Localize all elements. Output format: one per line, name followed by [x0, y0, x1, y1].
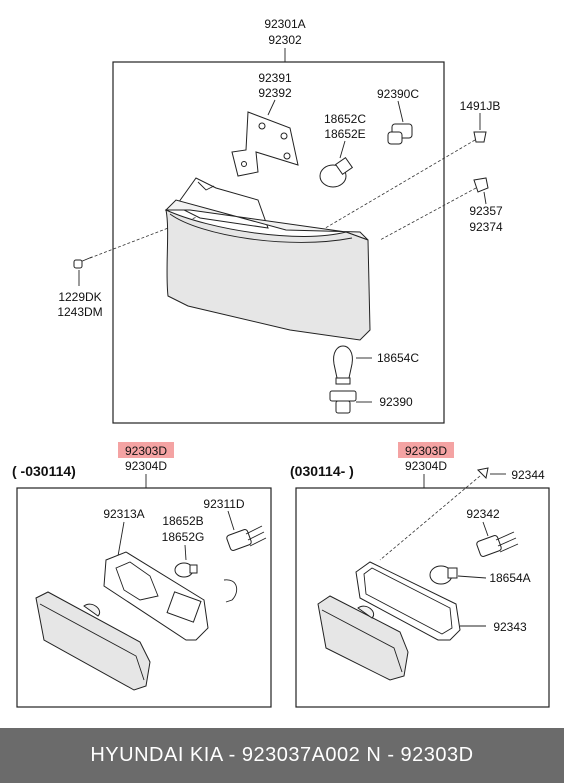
- section-left-label: ( -030114): [12, 463, 76, 479]
- right-screw-part: [476, 467, 489, 480]
- label-18652e: 18652E: [324, 127, 365, 141]
- right-lens-part: [317, 595, 409, 681]
- left-lens-part: [35, 591, 151, 691]
- label-right-92303d: 92303D: [405, 444, 447, 458]
- label-92343: 92343: [493, 620, 527, 634]
- bulb-main-part: [333, 345, 353, 385]
- clip-part: [473, 177, 489, 193]
- bulb-top-part: [319, 156, 354, 188]
- left-gasket-part: [103, 551, 209, 641]
- label-18654c: 18654C: [377, 351, 419, 365]
- label-18652b: 18652B: [162, 514, 203, 528]
- label-1491jb: 1491JB: [460, 99, 501, 113]
- right-assembly-frame: [295, 487, 550, 708]
- section-right-label: (030114- ): [290, 463, 354, 479]
- label-1229dk: 1229DK: [58, 290, 101, 304]
- top-assembly-frame: [112, 61, 445, 424]
- label-92392: 92392: [258, 86, 292, 100]
- label-left-92304d: 92304D: [125, 459, 167, 473]
- label-92313a: 92313A: [103, 507, 144, 521]
- bracket-part: [231, 111, 299, 177]
- screw-left-part: [73, 256, 93, 269]
- label-92390c: 92390C: [377, 87, 419, 101]
- label-left-92303d: 92303D: [125, 444, 167, 458]
- left-socket-part: [226, 525, 267, 551]
- left-clip-part: [223, 579, 238, 603]
- right-socket-part: [476, 531, 519, 557]
- right-bulb-part: [429, 565, 458, 585]
- socket-top-part: [387, 123, 413, 145]
- label-18654a: 18654A: [489, 571, 530, 585]
- parts-diagram: 92301A 92302 92391 92392 18652C 18652E 9…: [12, 17, 550, 708]
- label-92344: 92344: [511, 468, 545, 482]
- screw-right-part: [473, 131, 487, 143]
- left-assembly-frame: [16, 487, 272, 708]
- highlight-left-code: [118, 442, 174, 458]
- label-92357: 92357: [469, 204, 503, 218]
- label-92302: 92302: [268, 33, 302, 47]
- label-1243dm: 1243DM: [57, 305, 102, 319]
- label-92391: 92391: [258, 71, 292, 85]
- label-18652c: 18652C: [324, 112, 366, 126]
- left-bulb-part: [174, 562, 198, 578]
- label-92374: 92374: [469, 220, 503, 234]
- highlight-right-code: [398, 442, 454, 458]
- label-92390: 92390: [379, 395, 413, 409]
- lamp-housing-part: [164, 177, 371, 341]
- label-92342: 92342: [466, 507, 500, 521]
- label-18652g: 18652G: [162, 530, 205, 544]
- label-92311d: 92311D: [203, 497, 244, 511]
- footer-part-number: HYUNDAI KIA - 923037A002 N - 92303D: [0, 728, 564, 783]
- socket-main-part: [329, 390, 357, 414]
- label-92301a: 92301A: [264, 17, 305, 31]
- label-right-92304d: 92304D: [405, 459, 447, 473]
- right-gasket-part: [355, 561, 461, 641]
